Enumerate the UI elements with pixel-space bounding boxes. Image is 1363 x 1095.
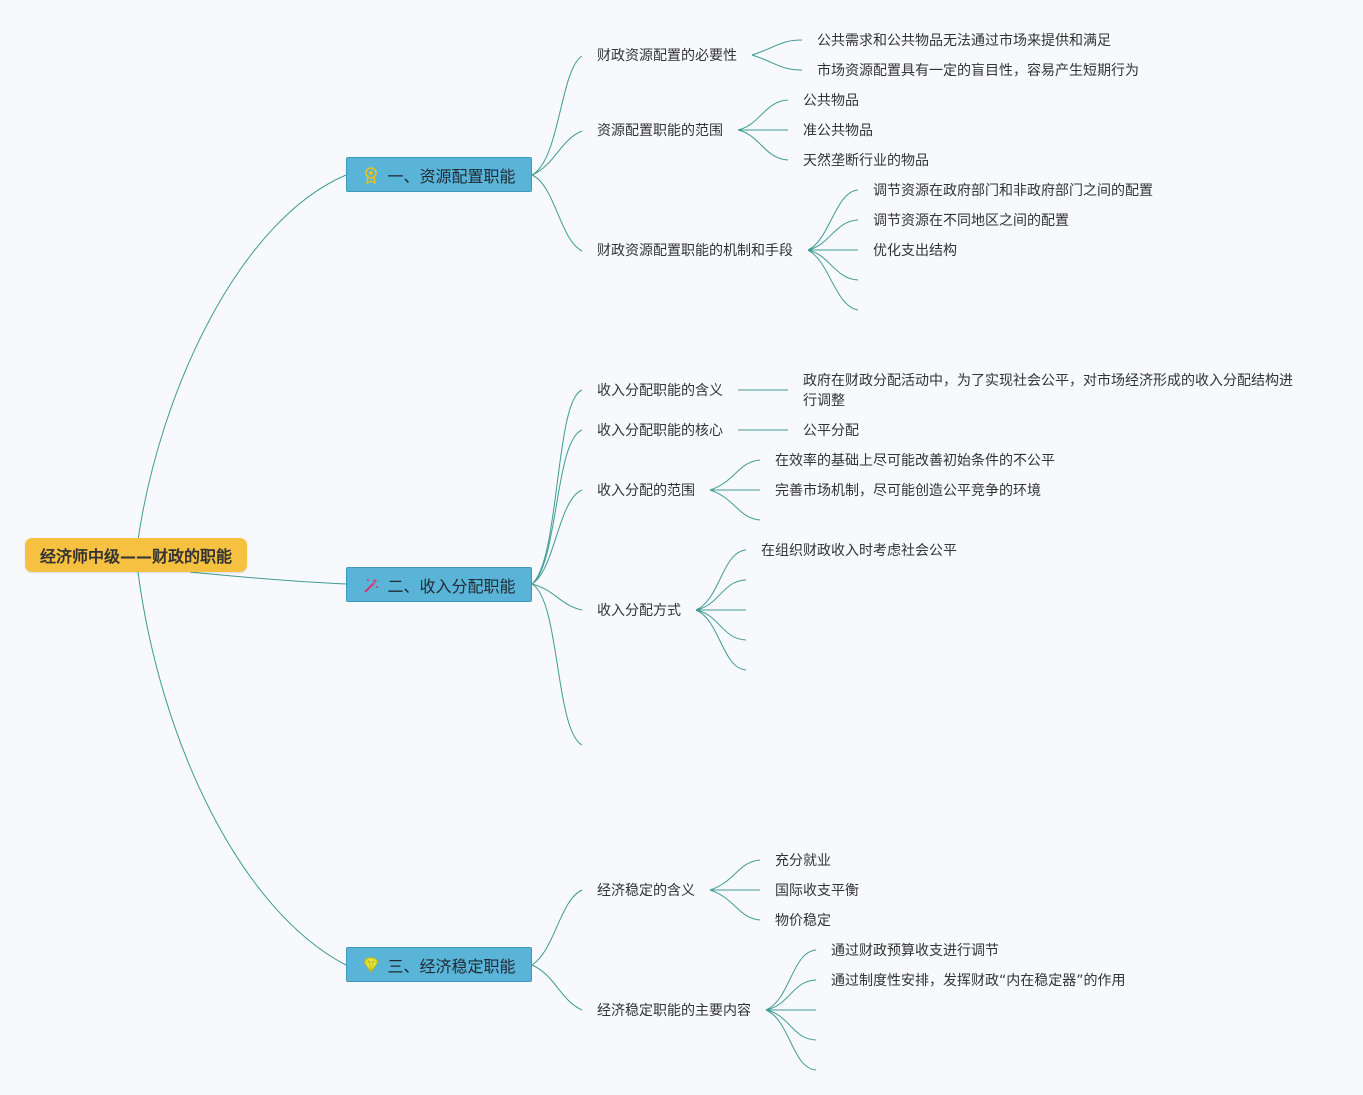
connector-b1-c2-i3 bbox=[737, 129, 789, 161]
leaf-node[interactable]: 物价稳定 bbox=[775, 913, 831, 929]
connector-b1-c2-i1 bbox=[737, 99, 789, 131]
connector-b2-c3-i1 bbox=[709, 459, 761, 491]
subtopic-node[interactable]: 资源配置职能的范围 bbox=[597, 123, 723, 139]
connector-b1-c3-i1 bbox=[807, 189, 859, 251]
magic-wand-icon bbox=[362, 576, 380, 594]
connector-b2-c3-i3 bbox=[709, 489, 761, 521]
connector-root-branch-3 bbox=[137, 571, 347, 966]
connector-b3-c2 bbox=[531, 964, 583, 1011]
root-topic[interactable]: 经济师中级——财政的职能 bbox=[25, 538, 247, 572]
connector-b2-c5 bbox=[531, 583, 583, 746]
connector-b3-c2-i5 bbox=[765, 1009, 817, 1071]
connector-b3-c2-i2 bbox=[765, 979, 817, 1011]
leaf-node[interactable]: 优化支出结构 bbox=[873, 243, 957, 259]
subtopic-node[interactable]: 收入分配职能的含义 bbox=[597, 383, 723, 399]
leaf-node[interactable]: 市场资源配置具有一定的盲目性，容易产生短期行为 bbox=[817, 63, 1139, 79]
leaf-node[interactable]: 政府在财政分配活动中，为了实现社会公平，对市场经济形成的收入分配结构进行调整 bbox=[803, 373, 1293, 409]
branch-resource-allocation[interactable]: 一、资源配置职能 bbox=[346, 157, 532, 192]
diamond-icon bbox=[362, 956, 380, 974]
leaf-node[interactable]: 通过制度性安排，发挥财政“内在稳定器”的作用 bbox=[831, 973, 1126, 989]
connector-b2-c3 bbox=[531, 489, 583, 585]
connector-b1-c1-i2 bbox=[751, 54, 803, 71]
connector-b1-c2 bbox=[531, 130, 583, 176]
branch-economic-stability[interactable]: 三、经济稳定职能 bbox=[346, 947, 532, 982]
subtopic-node[interactable]: 收入分配的范围 bbox=[597, 483, 695, 499]
leaf-node[interactable]: 在组织财政收入时考虑社会公平 bbox=[761, 543, 957, 559]
connector-b1-c3-i4 bbox=[807, 249, 859, 281]
leaf-node[interactable]: 充分就业 bbox=[775, 853, 831, 869]
leaf-node[interactable]: 国际收支平衡 bbox=[775, 883, 859, 899]
branch-title: 一、资源配置职能 bbox=[387, 166, 516, 186]
connector-b3-c2-i1 bbox=[765, 949, 817, 1011]
connector-b2-c1 bbox=[531, 389, 583, 585]
connector-b3-c1 bbox=[531, 889, 583, 966]
leaf-node[interactable]: 公平分配 bbox=[803, 423, 859, 439]
connector-b2-c4-i2 bbox=[695, 579, 747, 611]
subtopic-node[interactable]: 经济稳定职能的主要内容 bbox=[597, 1003, 751, 1019]
award-ribbon-icon bbox=[362, 166, 380, 184]
leaf-node[interactable]: 在效率的基础上尽可能改善初始条件的不公平 bbox=[775, 453, 1055, 469]
connector-b3-c1-i1 bbox=[709, 859, 761, 891]
connector-b2-c4-i1 bbox=[695, 549, 747, 611]
leaf-node[interactable]: 调节资源在政府部门和非政府部门之间的配置 bbox=[873, 183, 1153, 199]
connector-b2-c4 bbox=[531, 583, 583, 611]
subtopic-node[interactable]: 财政资源配置的必要性 bbox=[597, 48, 737, 64]
connector-b3-c2-i4 bbox=[765, 1009, 817, 1041]
leaf-node[interactable]: 公共需求和公共物品无法通过市场来提供和满足 bbox=[817, 33, 1111, 49]
subtopic-node[interactable]: 财政资源配置职能的机制和手段 bbox=[597, 243, 793, 259]
connector-b1-c1-i1 bbox=[751, 39, 803, 56]
connector-b1-c1 bbox=[531, 55, 583, 176]
connector-b1-c3-i5 bbox=[807, 249, 859, 311]
leaf-node[interactable]: 调节资源在不同地区之间的配置 bbox=[873, 213, 1069, 229]
subtopic-node[interactable]: 收入分配职能的核心 bbox=[597, 423, 723, 439]
leaf-node[interactable]: 通过财政预算收支进行调节 bbox=[831, 943, 999, 959]
leaf-node[interactable]: 完善市场机制，尽可能创造公平竞争的环境 bbox=[775, 483, 1041, 499]
branch-title: 二、收入分配职能 bbox=[387, 576, 516, 596]
leaf-node[interactable]: 天然垄断行业的物品 bbox=[803, 153, 929, 169]
subtopic-node[interactable]: 经济稳定的含义 bbox=[597, 883, 695, 899]
connector-b2-c4-i5 bbox=[695, 609, 747, 671]
leaf-node[interactable]: 准公共物品 bbox=[803, 123, 873, 139]
connector-b2-c2 bbox=[531, 429, 583, 585]
connector-root-branch-2 bbox=[189, 571, 347, 585]
connector-b1-c3 bbox=[531, 174, 583, 252]
connector-root-branch-1 bbox=[137, 174, 347, 541]
connector-b2-c4-i4 bbox=[695, 609, 747, 641]
leaf-node[interactable]: 公共物品 bbox=[803, 93, 859, 109]
connector-b3-c1-i3 bbox=[709, 889, 761, 921]
subtopic-node[interactable]: 收入分配方式 bbox=[597, 603, 681, 619]
branch-income-distribution[interactable]: 二、收入分配职能 bbox=[346, 567, 532, 602]
connector-b1-c3-i2 bbox=[807, 219, 859, 251]
branch-title: 三、经济稳定职能 bbox=[387, 956, 516, 976]
